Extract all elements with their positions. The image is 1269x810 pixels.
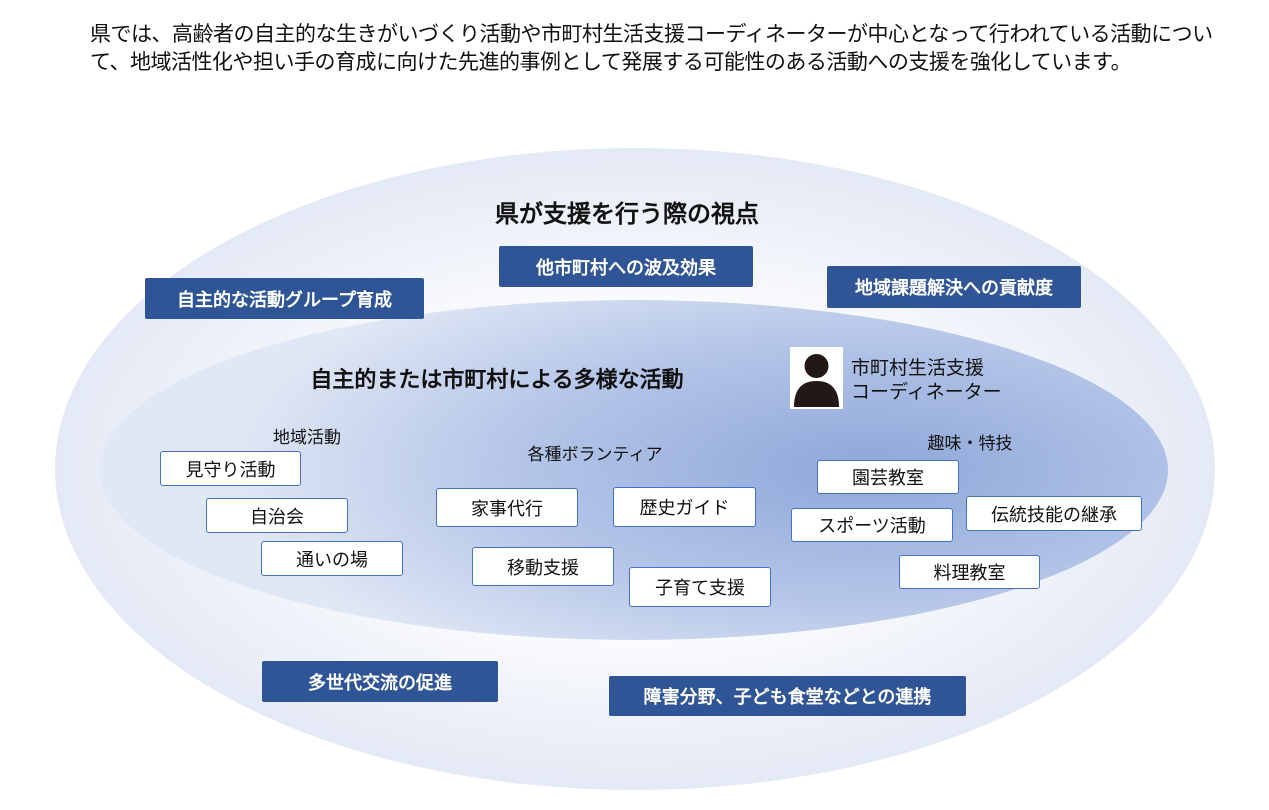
group-label-volunteer: 各種ボランティア bbox=[527, 445, 663, 465]
activity-box: スポーツ活動 bbox=[791, 508, 953, 542]
inner-title: 自主的または市町村による多様な活動 bbox=[310, 368, 684, 393]
group-label-hobby: 趣味・特技 bbox=[927, 434, 1013, 454]
activity-box: 料理教室 bbox=[899, 555, 1040, 589]
coordinator-label: 市町村生活支援 コーディネーター bbox=[851, 356, 1002, 404]
viewpoint-group-development: 自主的な活動グループ育成 bbox=[145, 278, 424, 319]
activity-box: 家事代行 bbox=[436, 488, 578, 527]
activity-box: 通いの場 bbox=[261, 541, 403, 576]
outer-title: 県が支援を行う際の視点 bbox=[495, 200, 759, 228]
activity-box: 伝統技能の継承 bbox=[966, 496, 1142, 531]
intro-text: 県では、高齢者の自主的な生きがいづくり活動や市町村生活支援コーディネーターが中心… bbox=[90, 22, 1213, 74]
person-icon bbox=[790, 347, 843, 409]
activity-box: 移動支援 bbox=[472, 547, 614, 586]
coordinator-line1: 市町村生活支援 bbox=[851, 357, 985, 379]
activity-box: 見守り活動 bbox=[160, 451, 301, 486]
activity-box: 子育て支援 bbox=[629, 567, 771, 607]
activity-box: 歴史ガイド bbox=[613, 487, 756, 527]
activity-box: 自治会 bbox=[206, 498, 348, 533]
viewpoint-collaboration: 障害分野、子ども食堂などとの連携 bbox=[609, 676, 966, 716]
group-label-local: 地域活動 bbox=[273, 428, 341, 448]
coordinator-line2: コーディネーター bbox=[851, 381, 1002, 403]
viewpoint-multigeneration: 多世代交流の促進 bbox=[262, 661, 498, 702]
activity-box: 園芸教室 bbox=[817, 460, 959, 494]
viewpoint-ripple-effect: 他市町村への波及効果 bbox=[499, 246, 753, 287]
viewpoint-local-issue: 地域課題解決への貢献度 bbox=[827, 266, 1081, 308]
